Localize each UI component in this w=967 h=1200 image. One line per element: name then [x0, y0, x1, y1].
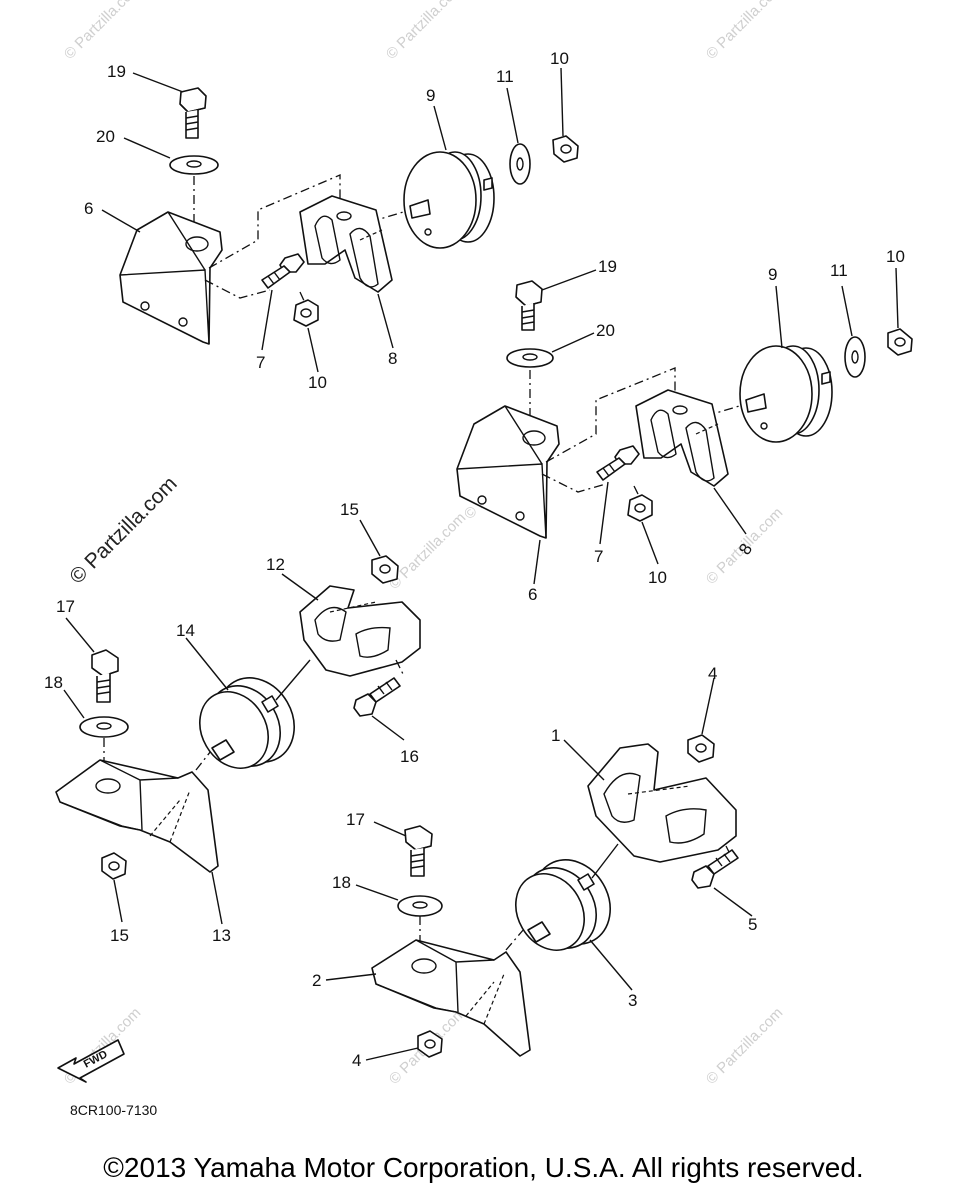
callout-10: 10: [886, 247, 905, 266]
washer-18-b: [397, 895, 443, 917]
washer-18-a: [79, 716, 129, 738]
bolt-7-b: [596, 445, 640, 481]
watermark-faint: © Partzilla.com: [703, 1004, 786, 1087]
nut-15-a: [371, 555, 399, 584]
callout-13: 13: [212, 926, 231, 945]
rubber-mount-9-b: [739, 345, 833, 443]
callout-7: 7: [256, 353, 265, 372]
leader-lines: [63, 67, 899, 1061]
left-lower-assembly: [55, 555, 421, 880]
callout-4: 4: [708, 664, 717, 683]
callout-10: 10: [648, 568, 667, 587]
callout-6: 6: [528, 585, 537, 604]
bracket-8: [299, 195, 393, 293]
callout-18: 18: [44, 673, 63, 692]
diagram-code: 8CR100-7130: [70, 1102, 157, 1118]
callout-6: 6: [84, 199, 93, 218]
callout-4: 4: [352, 1051, 361, 1070]
nut-15-b: [101, 852, 127, 880]
right-lower-assembly: [371, 734, 739, 1058]
callout-10: 10: [550, 49, 569, 68]
bracket-2: [371, 939, 531, 1057]
bracket-13: [55, 759, 219, 873]
bolt-17-a: [91, 649, 119, 703]
callout-3: 3: [628, 991, 637, 1010]
watermark-faint: © Partzilla.com: [703, 0, 786, 63]
nut-10-c: [627, 494, 653, 522]
bracket-6-b: [456, 405, 560, 539]
nut-10-d: [887, 328, 913, 356]
callout-14: 14: [176, 621, 195, 640]
bracket-12: [299, 585, 421, 677]
callout-17: 17: [346, 810, 365, 829]
middle-right-mount-assembly: [456, 280, 913, 539]
callout-20: 20: [596, 321, 615, 340]
washer-20-b: [506, 348, 554, 368]
washer-20: [169, 155, 219, 175]
nut-10-a: [293, 299, 319, 327]
callout-8: 8: [388, 349, 397, 368]
callout-17: 17: [56, 597, 75, 616]
callout-9: 9: [426, 86, 435, 105]
nut-10-b: [552, 135, 579, 163]
bolt-19: [179, 87, 207, 139]
rubber-mount-14: [199, 677, 295, 769]
washer-11-a: [509, 143, 531, 185]
callout-10: 10: [308, 373, 327, 392]
copyright-notice: ©2013 Yamaha Motor Corporation, U.S.A. A…: [103, 1152, 864, 1183]
bracket-8-b: [635, 389, 729, 487]
watermark-faint: © Partzilla.com: [386, 509, 469, 592]
callout-19: 19: [107, 62, 126, 81]
callout-1: 1: [551, 726, 560, 745]
callout-11: 11: [830, 261, 848, 280]
bracket-1: [587, 743, 737, 863]
nut-4-b: [417, 1030, 443, 1058]
rubber-mount-3: [515, 859, 611, 951]
top-left-mount-assembly: [119, 87, 579, 345]
bolt-7: [261, 253, 305, 289]
callout-7: 7: [594, 547, 603, 566]
bolt-19-b: [515, 280, 543, 331]
washer-11-b: [844, 336, 866, 378]
watermark-faint: © Partzilla.com: [383, 0, 466, 63]
watermark-faint: © Partzilla.com: [61, 0, 144, 63]
callout-18: 18: [332, 873, 351, 892]
bolt-17-b: [404, 825, 433, 877]
bracket-6: [119, 211, 223, 345]
callout-15: 15: [340, 500, 359, 519]
callout-19: 19: [598, 257, 617, 276]
callout-11: 11: [496, 67, 514, 86]
callout-12: 12: [266, 555, 285, 574]
rubber-mount-9-a: [403, 151, 495, 249]
callout-20: 20: [96, 127, 115, 146]
callout-16: 16: [400, 747, 419, 766]
callout-9: 9: [768, 265, 777, 284]
nut-4-a: [687, 734, 715, 763]
watermark-main: © Partzilla.com: [65, 472, 181, 588]
bolt-16: [353, 677, 401, 717]
callout-15: 15: [110, 926, 129, 945]
callout-5: 5: [748, 915, 757, 934]
callout-2: 2: [312, 971, 321, 990]
bolt-5: [691, 849, 739, 889]
